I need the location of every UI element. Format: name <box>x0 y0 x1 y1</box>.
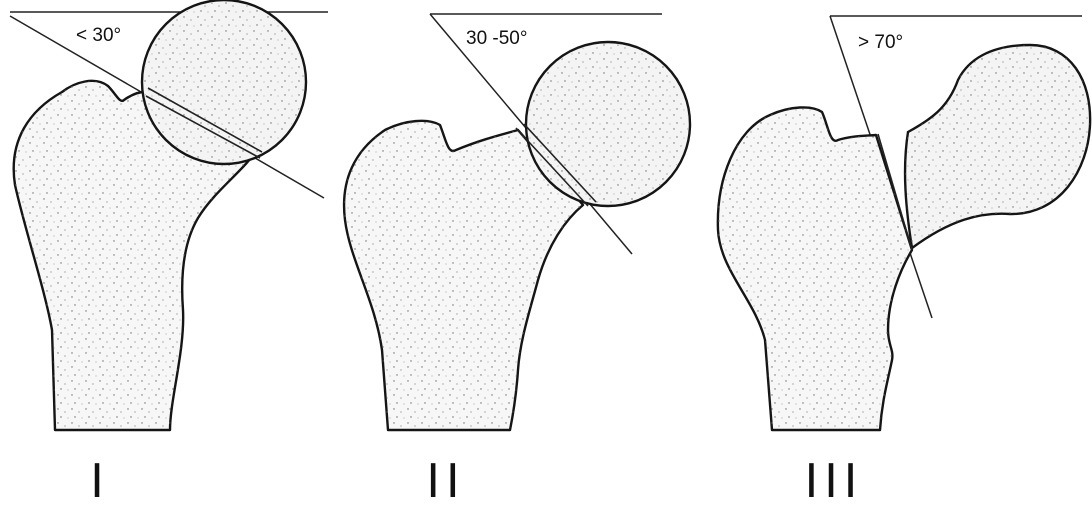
panel-type-1: < 30° I <box>10 0 328 505</box>
angle-label: 30 -50° <box>466 28 527 49</box>
type-label: III <box>805 454 864 505</box>
panel-type-2: 30 -50° II <box>344 14 690 505</box>
femoral-head <box>142 0 306 164</box>
type-label: I <box>90 454 110 505</box>
panel-type-3: > 70° III <box>718 16 1090 505</box>
angle-label: < 30° <box>76 25 121 46</box>
angle-label: > 70° <box>858 32 903 53</box>
femoral-head <box>526 42 690 206</box>
type-label: II <box>426 454 465 505</box>
femoral-head <box>905 45 1090 248</box>
femoral-shaft <box>718 107 912 430</box>
